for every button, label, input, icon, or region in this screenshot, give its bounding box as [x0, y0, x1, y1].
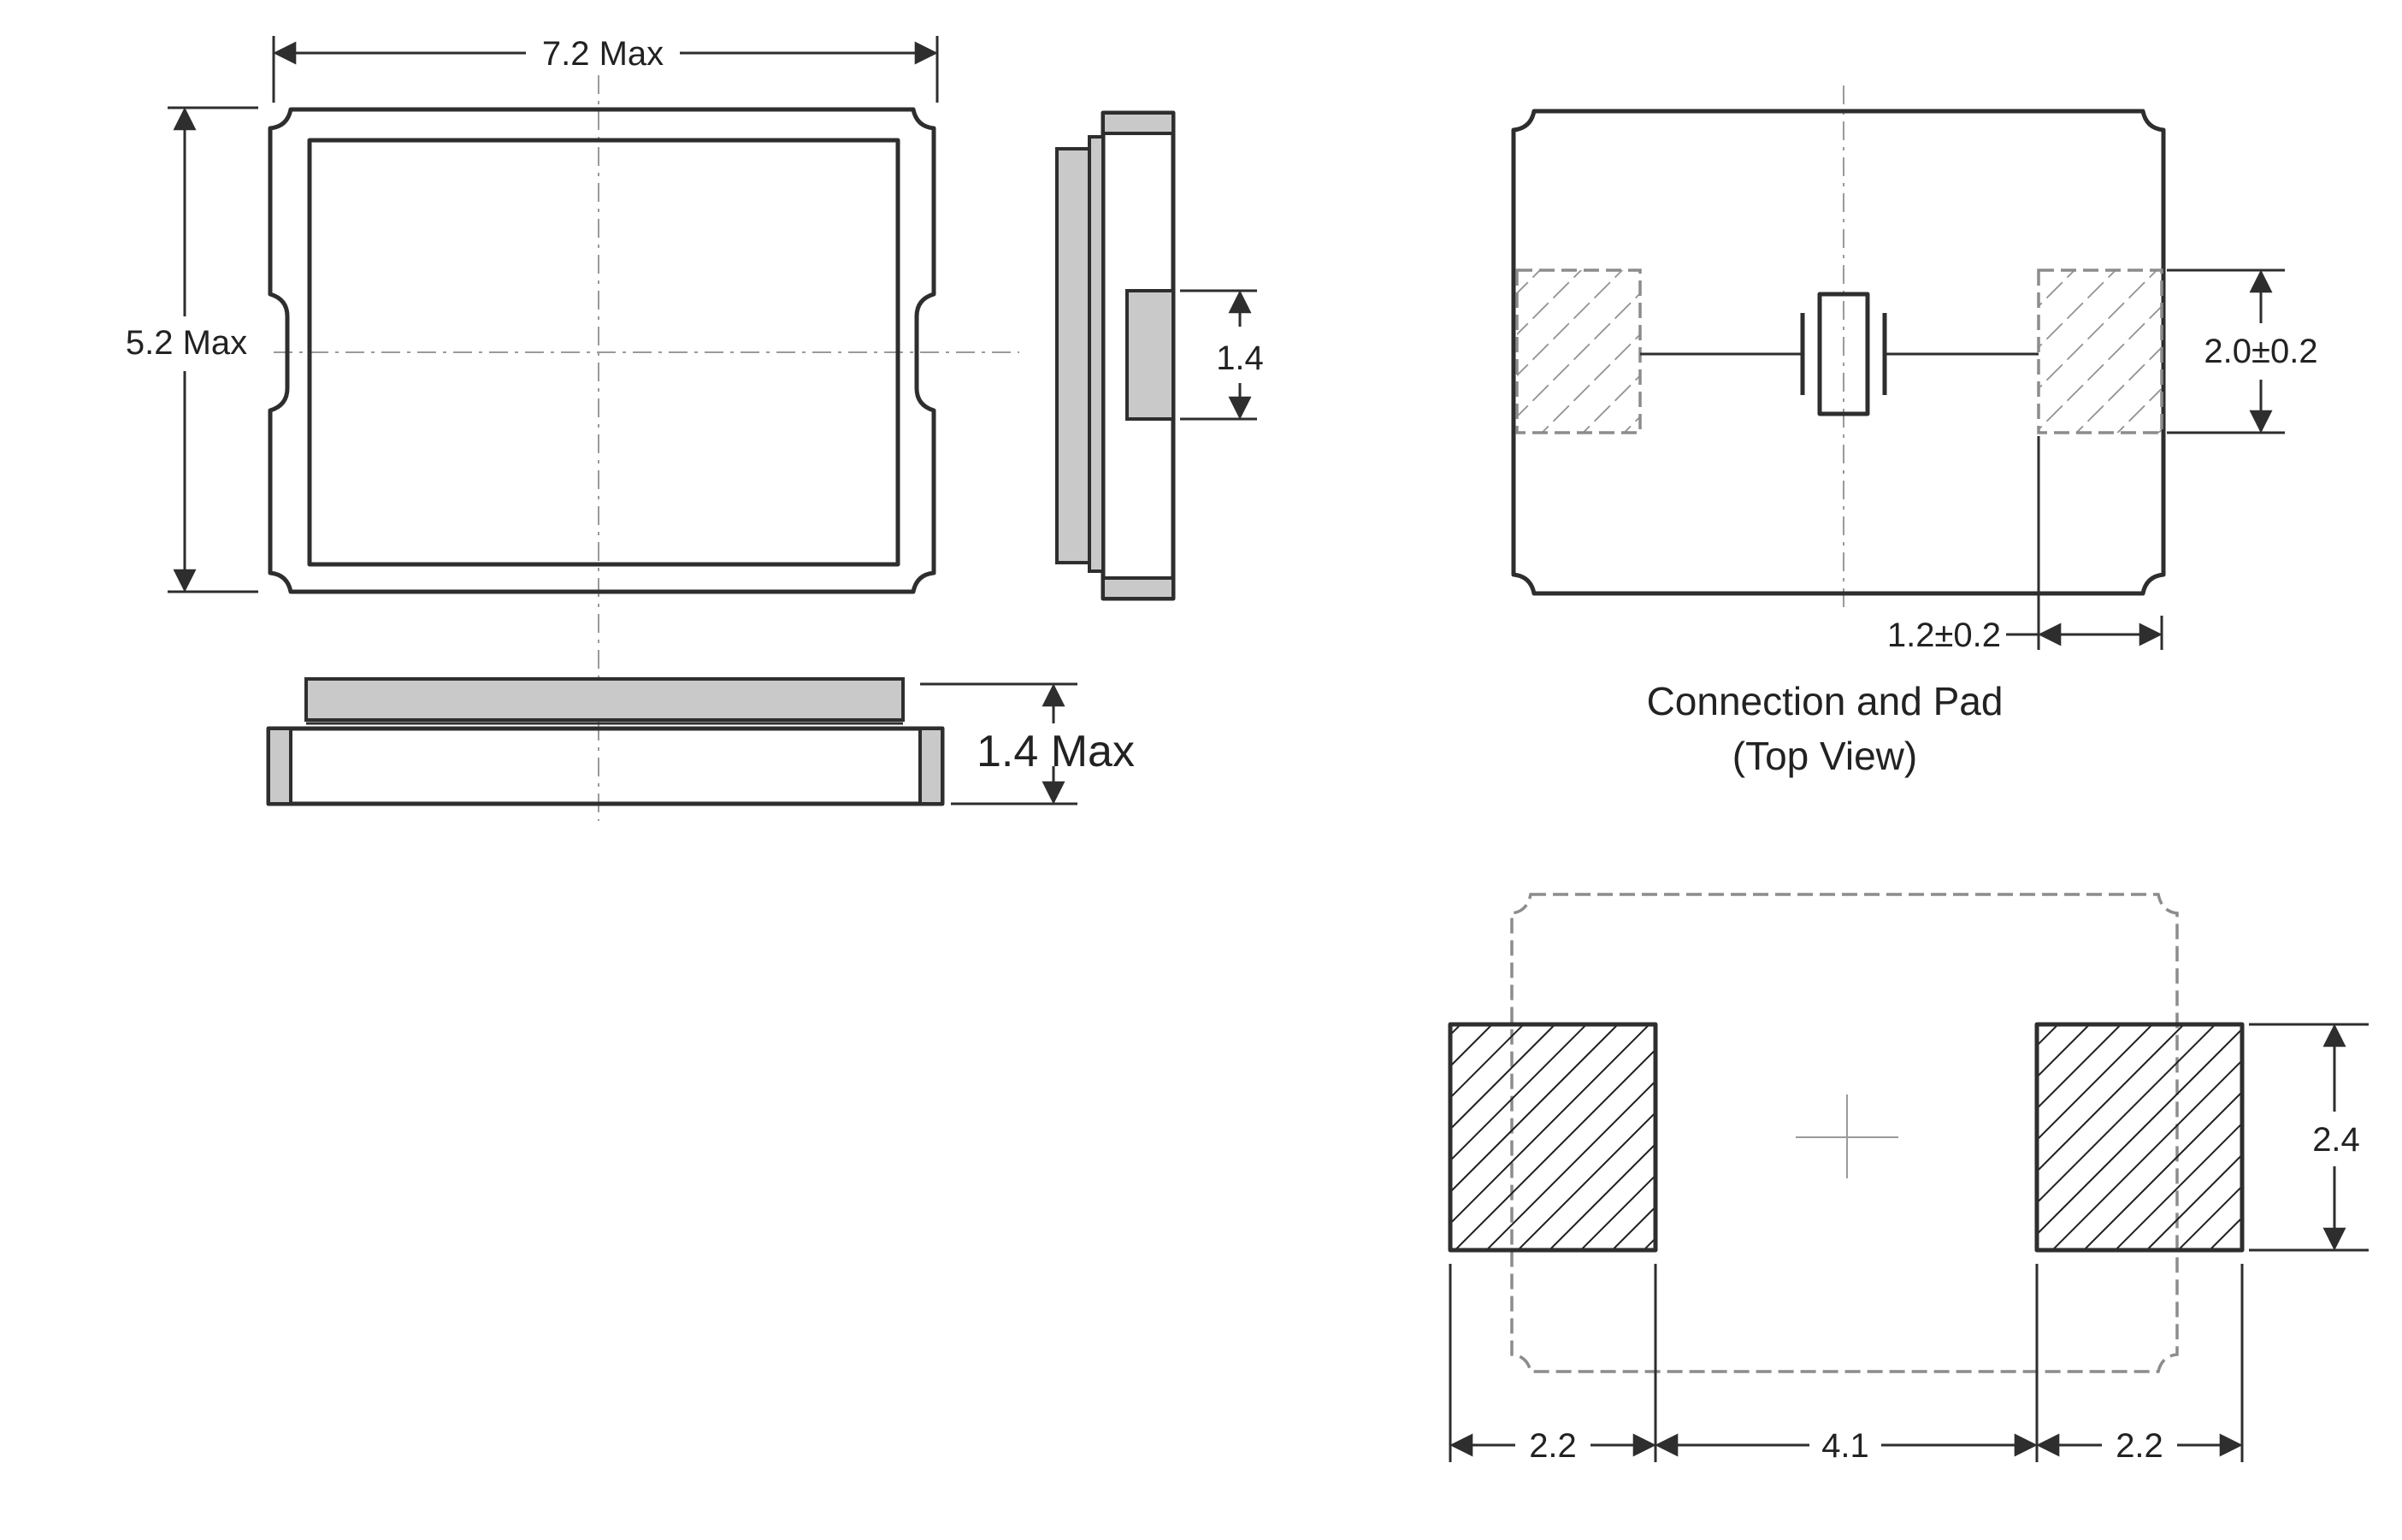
connection-pad-left	[1515, 268, 1642, 434]
land-gap-label: 4.1	[1821, 1427, 1869, 1465]
side-view-lid-edge	[1055, 147, 1091, 564]
top-view-lid	[307, 138, 900, 567]
land-pattern-view: 2.4 2.2 4.1 2.2	[1448, 893, 2369, 1465]
pad-width-label: 1.2±0.2	[1887, 617, 2001, 654]
front-view-right-terminal	[918, 727, 944, 805]
land-right-width-label: 2.2	[2116, 1427, 2163, 1465]
front-view-lid	[304, 677, 905, 722]
front-view: 1.4 Max	[266, 677, 1135, 806]
top-view-outline	[268, 107, 936, 594]
connection-caption-line1: Connection and Pad	[1647, 679, 2004, 723]
thickness-label: 1.4 Max	[977, 727, 1135, 776]
land-pattern-package-outline	[1510, 893, 2179, 1373]
front-view-body	[266, 726, 945, 806]
terminal-label: 1.4	[1216, 339, 1264, 377]
connection-pad-left-hatch	[1517, 270, 1640, 433]
connection-view: 2.0±0.2 1.2±0.2 Connection and Pad (Top …	[1511, 86, 2318, 778]
connection-caption-line2: (Top View)	[1732, 734, 1917, 778]
side-view-bottom-terminal	[1101, 576, 1175, 600]
land-height-label: 2.4	[2312, 1121, 2360, 1159]
width-label: 7.2 Max	[542, 35, 664, 73]
front-view-left-terminal	[267, 727, 292, 805]
land-pad-left-hatch	[1450, 1024, 1655, 1250]
side-view-seal	[1088, 135, 1105, 573]
land-pad-left	[1448, 1022, 1658, 1253]
connection-pad-right-hatch	[2039, 270, 2162, 433]
side-view-terminal	[1125, 289, 1175, 421]
connection-outline	[1511, 109, 2166, 596]
land-pad-right	[2034, 1022, 2245, 1253]
land-left-width-label: 2.2	[1529, 1427, 1577, 1465]
land-pad-right-hatch	[2037, 1024, 2242, 1250]
top-view: 7.2 Max 5.2 Max	[126, 35, 1019, 821]
height-label: 5.2 Max	[126, 324, 247, 362]
connection-pad-right	[2037, 268, 2163, 434]
side-view: 1.4	[1055, 110, 1264, 601]
crystal-element	[1817, 292, 1870, 416]
pad-height-label: 2.0±0.2	[2204, 333, 2317, 370]
side-view-top-terminal	[1101, 111, 1175, 135]
